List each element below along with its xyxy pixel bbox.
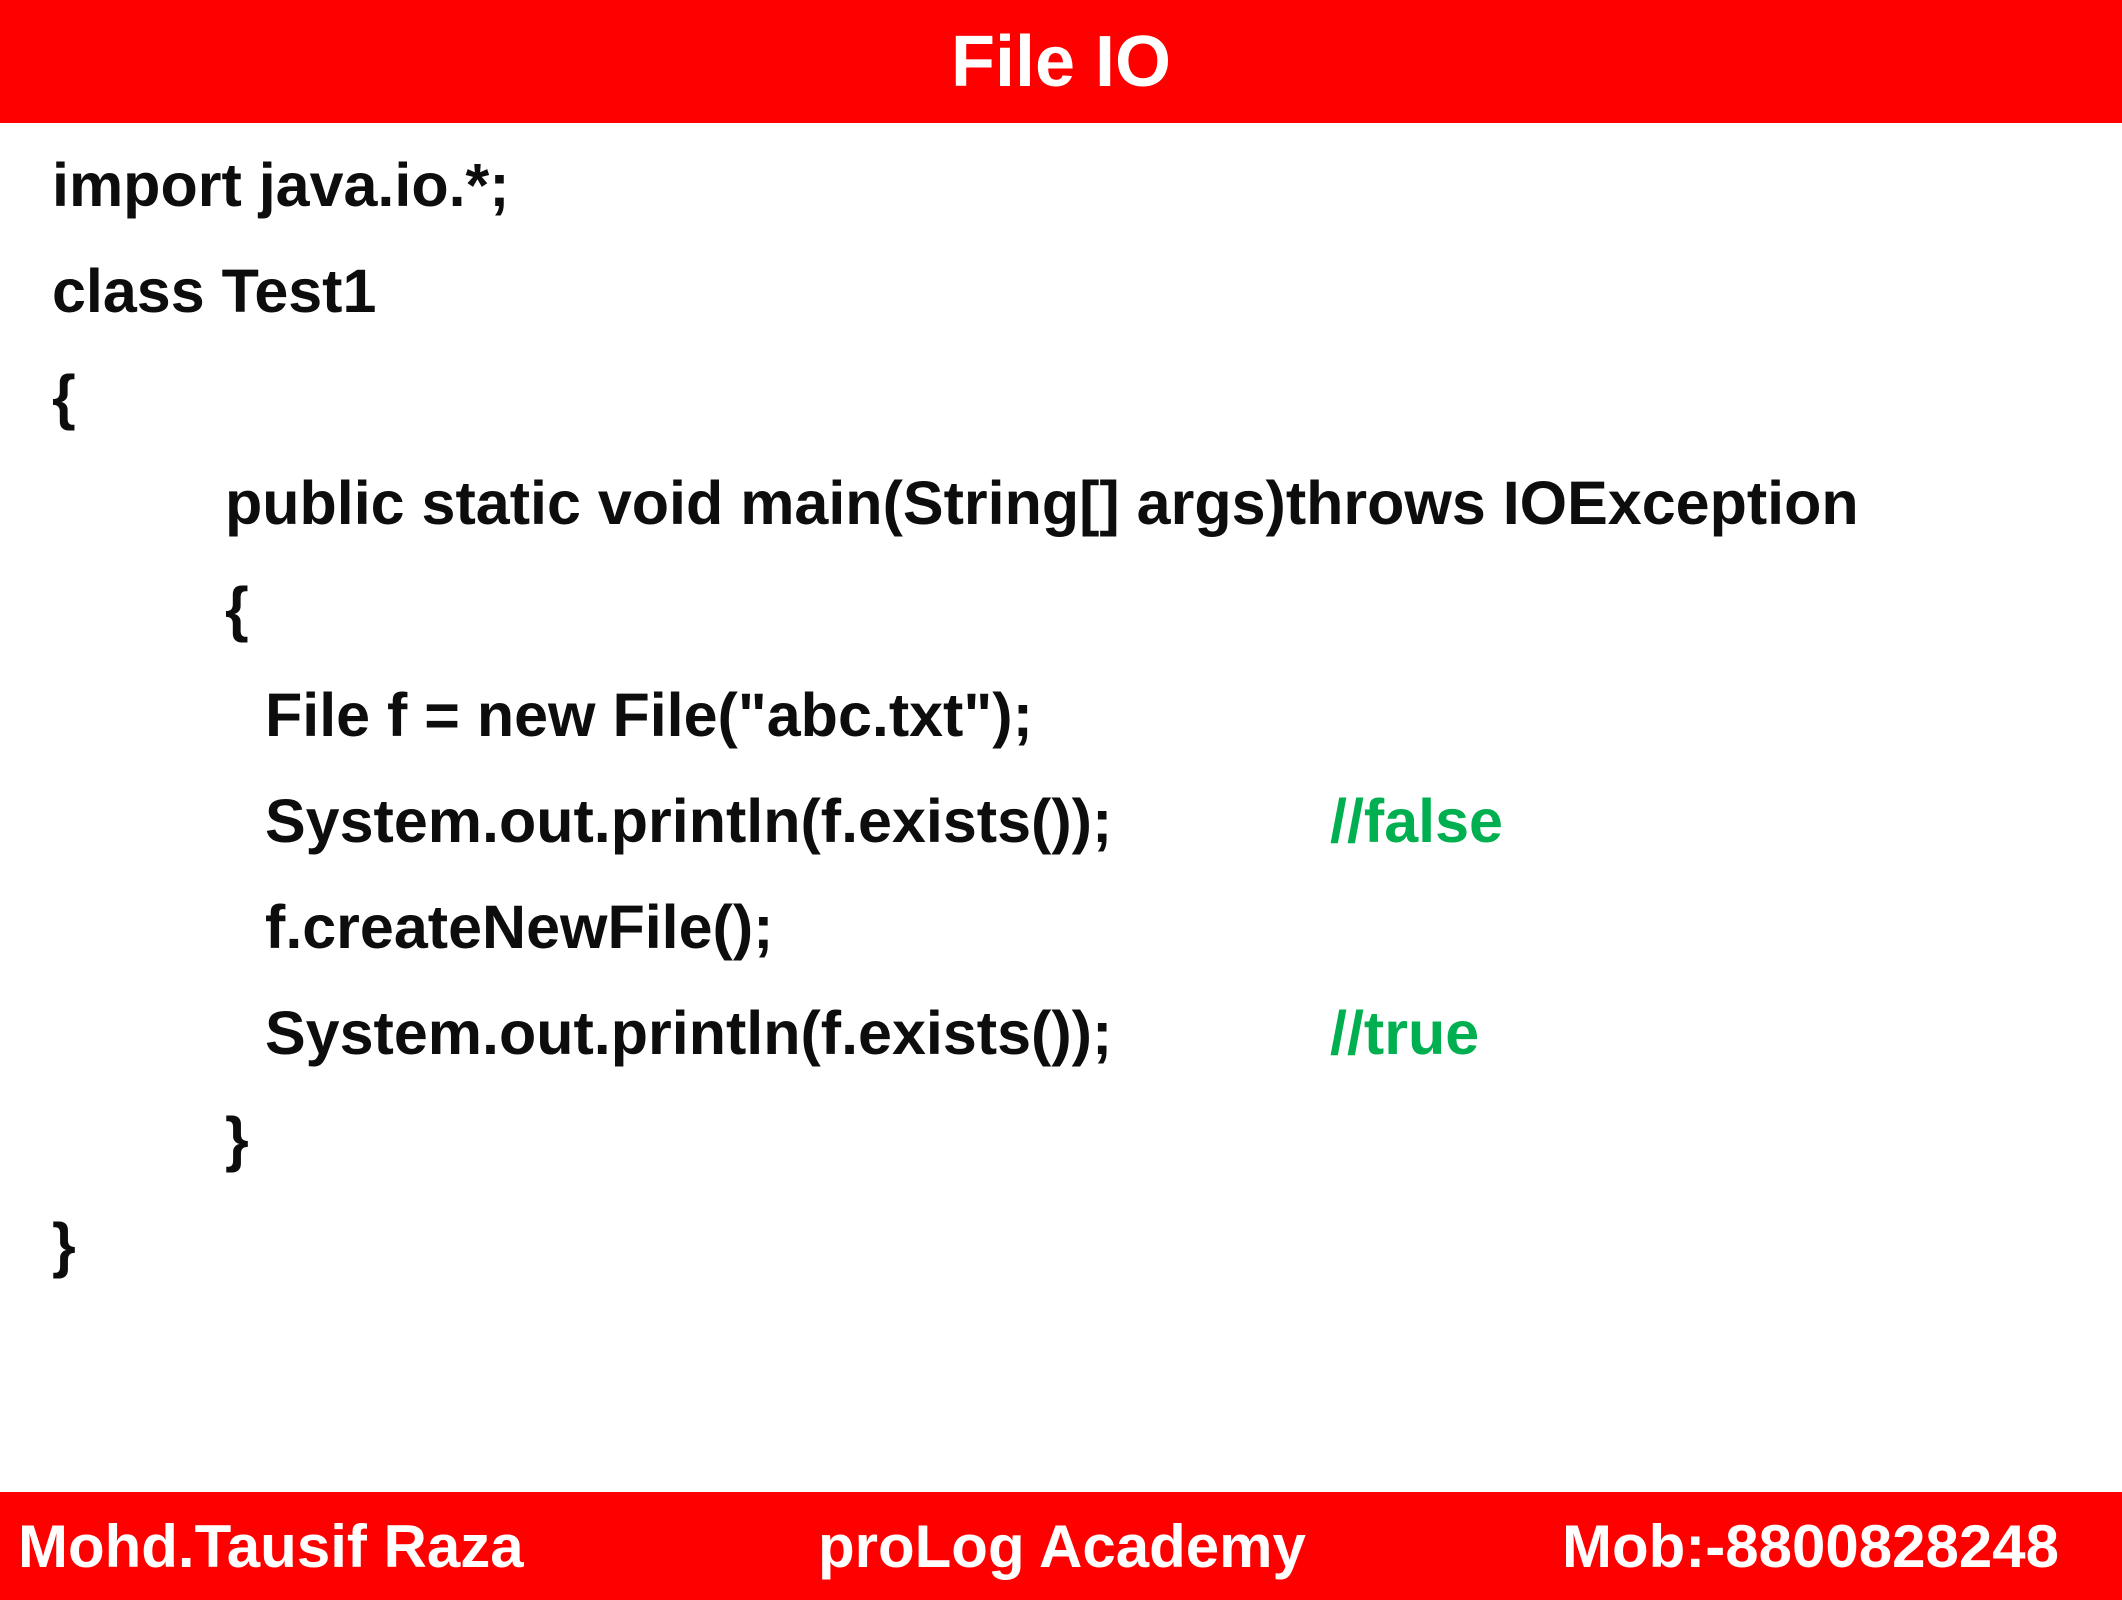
code-line-file-create: File f = new File("abc.txt"); (265, 681, 1033, 749)
code-line-import: import java.io.*; (52, 151, 510, 219)
code-line-method-close-brace: } (225, 1105, 249, 1173)
code-line-main-method: public static void main(String[] args)th… (225, 469, 1859, 537)
footer-author: Mohd.Tausif Raza (18, 1512, 524, 1580)
comment-true: //true (1330, 999, 1480, 1067)
footer-mobile: Mob:-8800828248 (1562, 1512, 2059, 1580)
footer-banner: Mohd.Tausif Raza proLog Academy Mob:-880… (0, 1492, 2122, 1600)
title-banner: File IO (0, 0, 2122, 123)
code-line-class-open-brace: { (52, 363, 76, 431)
slide-title: File IO (950, 21, 1172, 102)
code-line-create-new-file: f.createNewFile(); (265, 893, 774, 961)
code-line-class-close-brace: } (52, 1211, 76, 1279)
code-line-method-open-brace: { (225, 575, 249, 643)
code-line-print-exists-2: System.out.println(f.exists()); (265, 999, 1113, 1067)
code-line-print-exists-1: System.out.println(f.exists()); (265, 787, 1113, 855)
code-line-class-declaration: class Test1 (52, 257, 377, 325)
comment-false: //false (1330, 787, 1503, 855)
footer-academy: proLog Academy (818, 1512, 1306, 1580)
